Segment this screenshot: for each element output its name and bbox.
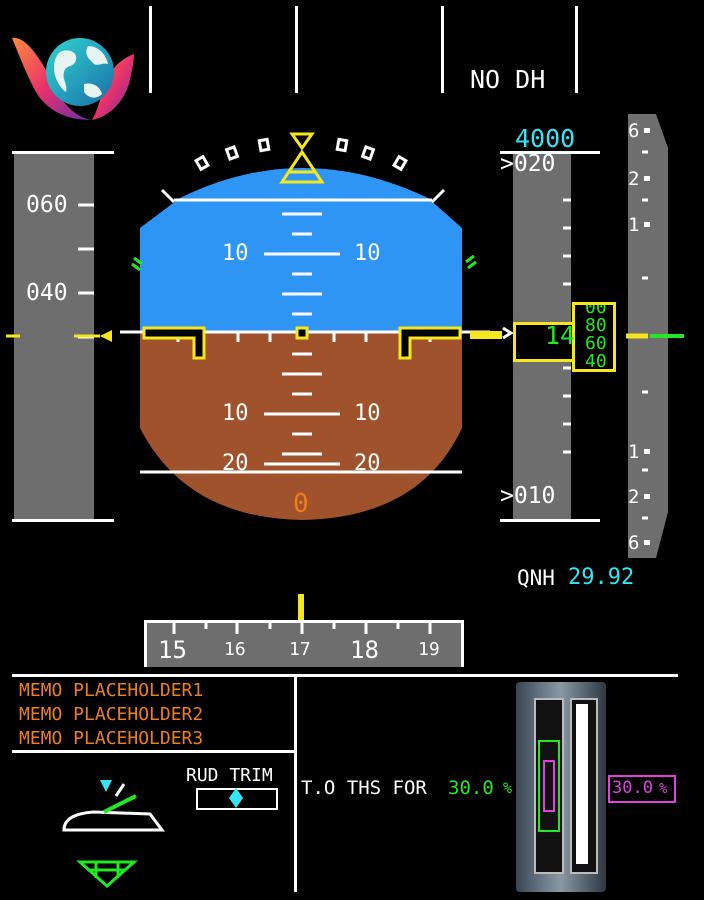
qnh-value: 29.92 [568,565,635,590]
qnh-label: QNH [517,566,555,590]
rud-trim-scale [196,788,278,810]
altitude-mark-020: >020 [500,151,556,177]
rud-trim-label: RUD TRIM [186,765,273,786]
vertical-speed-indicator [626,114,684,558]
ths-value-magenta: 30.0 [612,778,653,798]
altitude-current: 14 [545,321,576,350]
pitch-label-down20-right: 20 [354,451,381,476]
heading-label-19: 19 [418,639,440,660]
altitude-mark-010-value: 010 [513,483,556,509]
ths-magenta-box: 30.0 % [608,775,676,803]
ecam-divider-vertical [294,677,297,892]
pitch-label-up10-left: 10 [222,241,249,266]
fma-no-dh: NO DH [470,65,546,94]
ecam-top-line [12,674,678,677]
altitude-window [513,322,576,362]
heading-label-17: 17 [289,639,311,660]
altitude-drum-60: 60 [585,333,607,354]
altitude-drum-40: 40 [585,351,607,372]
pitch-label-down10-right: 10 [354,401,381,426]
ecam-divider-horizontal [12,750,294,753]
speed-label-060: 060 [26,192,68,218]
fd-bar-right [470,331,502,339]
altitude-tape-bottom-line [500,519,600,522]
ths-unit-magenta: % [659,781,668,797]
vsi-label-6-up: 6 [628,120,640,142]
pitch-label-down20-left: 20 [222,451,249,476]
fma-divider-2 [295,6,298,93]
trim-track-right-fill [576,704,588,864]
flaps-slats-indicator [62,780,165,889]
vsi-label-1-down: 1 [628,441,640,463]
heading-tape [144,620,464,667]
vsi-label-2-down: 2 [628,486,640,508]
heading-label-15: 15 [158,636,187,664]
app-logo [12,37,134,120]
vsi-label-6-down: 6 [628,532,640,554]
altitude-mark-020-value: 020 [513,151,556,177]
ths-unit-green: % [503,779,513,797]
speed-label-040: 040 [26,280,68,306]
memo-line-2: MEMO PLACEHOLDER2 [19,704,204,725]
speed-tape-top-line [12,151,114,154]
altitude-drum-80: 80 [585,315,607,336]
altitude-tape-ticks [502,198,571,454]
fma-divider-1 [149,6,152,93]
heading-label-18: 18 [350,636,379,664]
altitude-mark-010: >010 [500,483,556,509]
trim-green-band [538,740,560,832]
altitude-target: 4000 [515,124,576,153]
fma-divider-4 [575,6,578,93]
fma-divider-3 [441,6,444,93]
memo-line-1: MEMO PLACEHOLDER1 [19,680,204,701]
bank-value: 0 [293,489,309,519]
vsi-label-2-up: 2 [628,168,640,190]
memo-line-3: MEMO PLACEHOLDER3 [19,728,204,749]
heading-tape-ticks [172,623,432,634]
ths-value-green: 30.0 [448,777,494,799]
altitude-tape-top-line [500,151,600,154]
pitch-label-down10-left: 10 [222,401,249,426]
pitch-label-up10-right: 10 [354,241,381,266]
ths-label: T.O THS FOR [301,777,427,799]
heading-pointer [298,594,304,624]
trim-magenta-marker [543,760,555,812]
altitude-drum-00: 00 [585,302,607,318]
altitude-drum: 00 80 60 40 [572,302,616,372]
speed-tape-ticks [6,203,112,342]
attitude-indicator [120,132,490,520]
speed-tape-bottom-line [12,519,114,522]
heading-label-16: 16 [224,639,246,660]
rud-trim-marker-icon [229,788,243,808]
vsi-label-1-up: 1 [628,214,640,236]
